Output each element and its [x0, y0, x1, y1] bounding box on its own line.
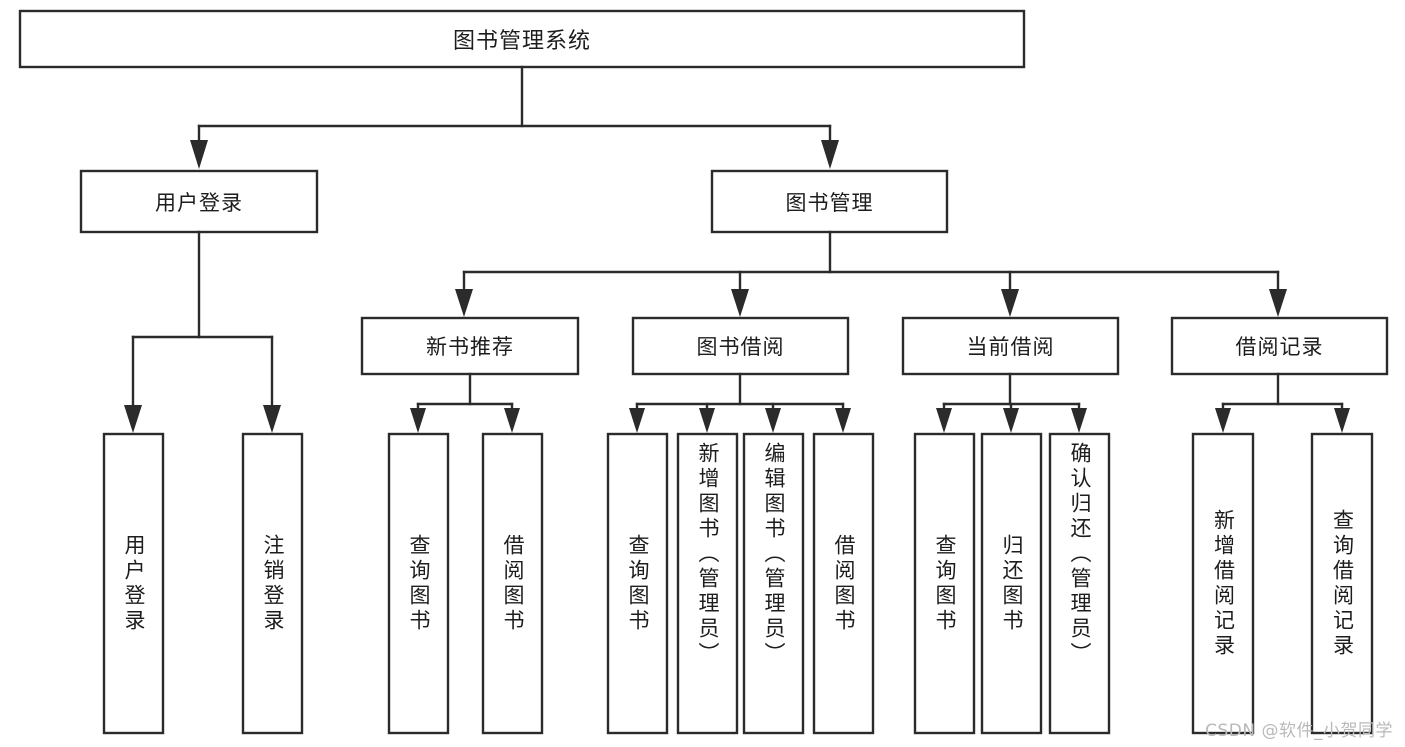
node-box-leaf-query-book-b[interactable] — [606, 432, 669, 735]
node-box-leaf-query-book-c[interactable] — [913, 432, 976, 735]
node-box-leaf-edit-book[interactable] — [742, 432, 805, 735]
node-box-leaf-query-book-a[interactable] — [387, 432, 450, 735]
node-box-book-management[interactable] — [710, 169, 949, 234]
arrow-user-login-to-leaf1 — [124, 405, 142, 433]
arrow-book-mgmt-to-borrow — [731, 289, 749, 317]
arrow-borrow-to-query — [629, 408, 645, 433]
node-box-new-book-recommend[interactable] — [360, 316, 580, 376]
node-box-leaf-logout[interactable] — [241, 432, 304, 735]
node-box-leaf-return-book[interactable] — [980, 432, 1043, 735]
node-box-user-login[interactable] — [79, 169, 319, 234]
node-box-leaf-confirm-return[interactable] — [1048, 432, 1111, 735]
arrow-records-to-query — [1334, 408, 1350, 433]
arrow-borrow-to-lend — [835, 408, 851, 433]
node-box-leaf-borrow-book-b[interactable] — [812, 432, 875, 735]
arrow-book-mgmt-to-records — [1269, 289, 1287, 317]
arrow-records-to-add — [1215, 408, 1231, 433]
node-box-leaf-user-login[interactable] — [102, 432, 165, 735]
arrow-borrow-to-add — [699, 408, 715, 433]
arrow-current-to-return — [1003, 408, 1019, 433]
node-box-leaf-add-book[interactable] — [676, 432, 739, 735]
node-box-leaf-add-record[interactable] — [1191, 432, 1255, 735]
arrow-new-books-to-borrow — [504, 408, 520, 433]
node-box-leaf-borrow-book-a[interactable] — [481, 432, 544, 735]
node-box-current-borrow[interactable] — [901, 316, 1120, 376]
arrow-root-to-user-login — [190, 140, 208, 169]
node-box-book-borrow[interactable] — [631, 316, 850, 376]
arrow-book-mgmt-to-current — [1001, 289, 1019, 317]
arrow-user-login-to-leaf2 — [263, 405, 281, 433]
node-box-root[interactable] — [18, 9, 1026, 69]
node-box-borrow-records[interactable] — [1170, 316, 1389, 376]
arrow-book-mgmt-to-new-books — [455, 289, 473, 317]
arrow-current-to-query — [936, 408, 952, 433]
arrow-current-to-confirm — [1071, 408, 1087, 433]
arrow-new-books-to-query — [410, 408, 426, 433]
arrow-borrow-to-edit — [765, 408, 781, 433]
node-box-leaf-query-record[interactable] — [1310, 432, 1374, 735]
arrow-root-to-book-mgmt — [821, 140, 839, 169]
